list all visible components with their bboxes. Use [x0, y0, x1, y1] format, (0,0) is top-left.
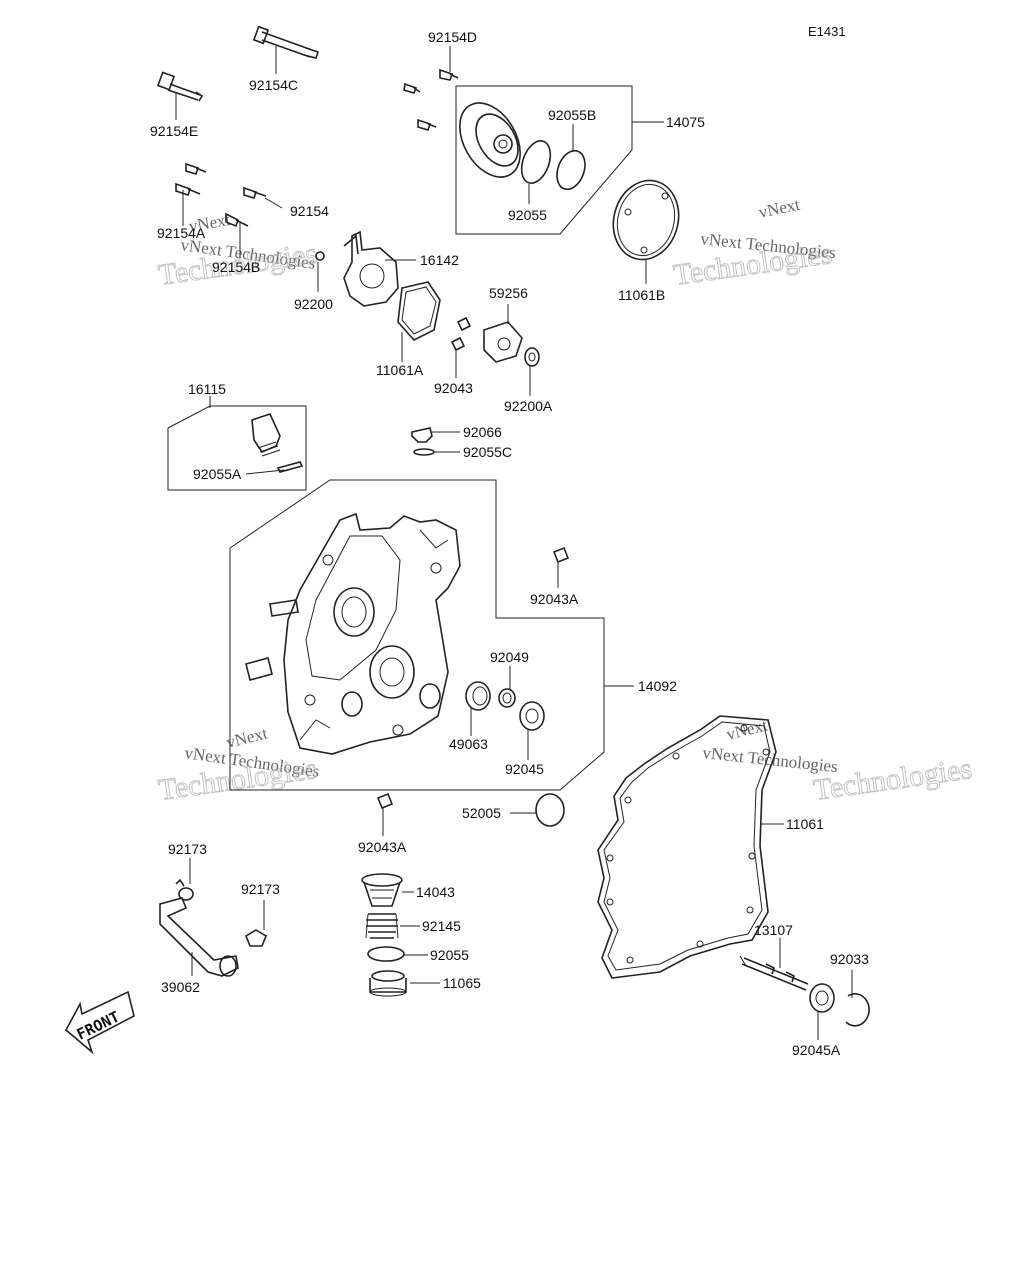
part-label-11061A[interactable]: 11061A	[376, 362, 424, 378]
clamp-92173-right[interactable]	[245, 929, 267, 947]
callout-box-16115	[167, 405, 307, 491]
leader-92055A	[245, 469, 285, 475]
gasket-11061B[interactable]	[605, 173, 688, 267]
bearing-92045A[interactable]	[809, 983, 835, 1013]
o-ring-92055-bottom[interactable]	[367, 946, 405, 962]
part-label-13107[interactable]: 13107	[754, 922, 793, 938]
part-label-92055-bottom[interactable]: 92055	[430, 947, 469, 963]
part-label-14075[interactable]: 14075	[666, 114, 705, 130]
dowel-92043A-bottom[interactable]	[376, 792, 394, 810]
part-label-92055C[interactable]: 92055C	[463, 444, 512, 460]
part-label-14043[interactable]: 14043	[416, 884, 455, 900]
part-label-92033[interactable]: 92033	[830, 951, 869, 967]
bolt-92200[interactable]	[315, 251, 325, 261]
part-label-92045[interactable]: 92045	[505, 761, 544, 777]
bearing-49063[interactable]	[465, 681, 491, 711]
strainer-14043[interactable]	[361, 873, 403, 907]
bolt-92154E[interactable]	[156, 71, 204, 102]
part-label-11061B[interactable]: 11061B	[618, 287, 665, 303]
part-label-92154D[interactable]: 92154D	[428, 29, 477, 45]
o-ring-52005[interactable]	[535, 793, 565, 827]
bolts-92154[interactable]	[175, 162, 267, 228]
bolt-92154C[interactable]	[252, 25, 320, 59]
crankcase-cover-14092[interactable]	[245, 512, 461, 755]
gasket-11061A[interactable]	[397, 281, 441, 341]
watermark-text: vNext	[224, 723, 269, 752]
part-label-16142[interactable]: 16142	[420, 252, 459, 268]
cap-11065[interactable]	[369, 970, 407, 997]
part-label-92043A-top[interactable]: 92043A	[530, 591, 579, 607]
callout-box-14075	[455, 85, 633, 235]
spring-92145[interactable]	[365, 913, 399, 939]
part-label-92200[interactable]: 92200	[294, 296, 333, 312]
part-label-11065[interactable]: 11065	[443, 975, 481, 991]
part-label-92200A[interactable]: 92200A	[504, 398, 553, 414]
part-label-16115[interactable]: 16115	[188, 381, 226, 397]
part-label-92154B[interactable]: 92154B	[212, 259, 260, 275]
part-label-92154A[interactable]: 92154A	[157, 225, 206, 241]
part-label-92055B[interactable]: 92055B	[548, 107, 596, 123]
shaft-13107[interactable]	[739, 955, 809, 991]
part-label-92055A[interactable]: 92055A	[193, 466, 242, 482]
clamp-92173-left[interactable]	[175, 878, 194, 901]
part-label-49063[interactable]: 49063	[449, 736, 488, 752]
seal-92049[interactable]	[498, 688, 516, 708]
o-ring-92055B[interactable]	[552, 147, 590, 193]
o-ring-92055[interactable]	[516, 137, 555, 187]
dowels-92043[interactable]	[450, 316, 472, 352]
part-label-14092[interactable]: 14092	[638, 678, 677, 694]
circlip-92033[interactable]	[845, 993, 870, 1027]
front-arrow-icon: FRONT	[64, 990, 135, 1055]
bearing-92045[interactable]	[519, 701, 545, 731]
part-label-92154[interactable]: 92154	[290, 203, 329, 219]
part-label-92043[interactable]: 92043	[434, 380, 473, 396]
part-label-92043A-bottom[interactable]: 92043A	[358, 839, 407, 855]
diagram-code: E1431	[808, 24, 846, 39]
part-label-92173-left[interactable]: 92173	[168, 841, 207, 857]
part-label-92066[interactable]: 92066	[463, 424, 502, 440]
pump-housing-16142[interactable]	[343, 230, 399, 307]
part-label-11061[interactable]: 11061	[786, 816, 824, 832]
watermark-text: vNext	[757, 195, 802, 222]
watermark-group-top-right: vNext vNext Technologies Technologies	[671, 195, 837, 293]
washer-92055C[interactable]	[413, 448, 435, 456]
part-label-92145[interactable]: 92145	[422, 918, 461, 934]
part-label-92055[interactable]: 92055	[508, 207, 547, 223]
hose-39062[interactable]	[159, 897, 239, 977]
watermark-group-mid-right: vNext vNext Technologies Technologies	[702, 715, 975, 807]
pump-cover-14075[interactable]	[447, 92, 532, 187]
callout-box-14092	[229, 479, 605, 791]
washer-92200A[interactable]	[524, 347, 540, 367]
impeller-59256[interactable]	[483, 321, 523, 363]
part-label-52005[interactable]: 52005	[462, 805, 501, 821]
part-label-92154E[interactable]: 92154E	[150, 123, 198, 139]
watermark-text: vNext Technologies	[702, 743, 839, 776]
part-label-39062[interactable]: 39062	[161, 979, 200, 995]
part-label-92045A[interactable]: 92045A	[792, 1042, 841, 1058]
thermostat-16115[interactable]	[251, 413, 281, 457]
part-label-92154C[interactable]: 92154C	[249, 77, 298, 93]
part-label-92049[interactable]: 92049	[490, 649, 529, 665]
part-label-92173-right[interactable]: 92173	[241, 881, 280, 897]
plug-92066[interactable]	[411, 427, 433, 443]
dowel-92043A-top[interactable]	[552, 546, 570, 564]
part-label-59256[interactable]: 59256	[489, 285, 528, 301]
leader-92154	[264, 197, 283, 209]
bolts-92154D[interactable]	[403, 68, 459, 131]
gasket-11061[interactable]	[597, 715, 777, 979]
